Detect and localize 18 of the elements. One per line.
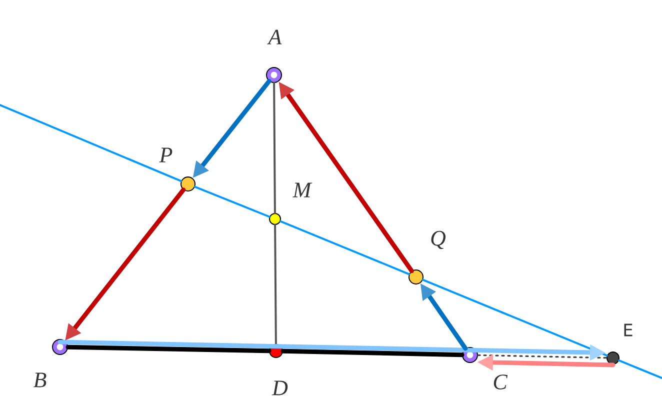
line-segment — [194, 186, 270, 218]
point-label: Q — [431, 230, 446, 250]
line-segment — [274, 224, 277, 345]
point-label: E — [624, 324, 632, 336]
line-segment — [273, 82, 276, 214]
line-segment — [0, 104, 182, 182]
line-segment — [280, 220, 410, 276]
line-segment — [477, 354, 608, 359]
point-label: D — [272, 380, 288, 396]
point-label: B — [34, 372, 46, 388]
line-segment — [280, 348, 464, 358]
line-segment — [618, 359, 662, 380]
line-segment — [66, 344, 272, 354]
point-label: M — [292, 182, 312, 198]
point-label: C — [494, 374, 508, 390]
line-segment — [422, 278, 608, 357]
point-label: P — [159, 148, 172, 162]
point-label: A — [267, 30, 282, 44]
